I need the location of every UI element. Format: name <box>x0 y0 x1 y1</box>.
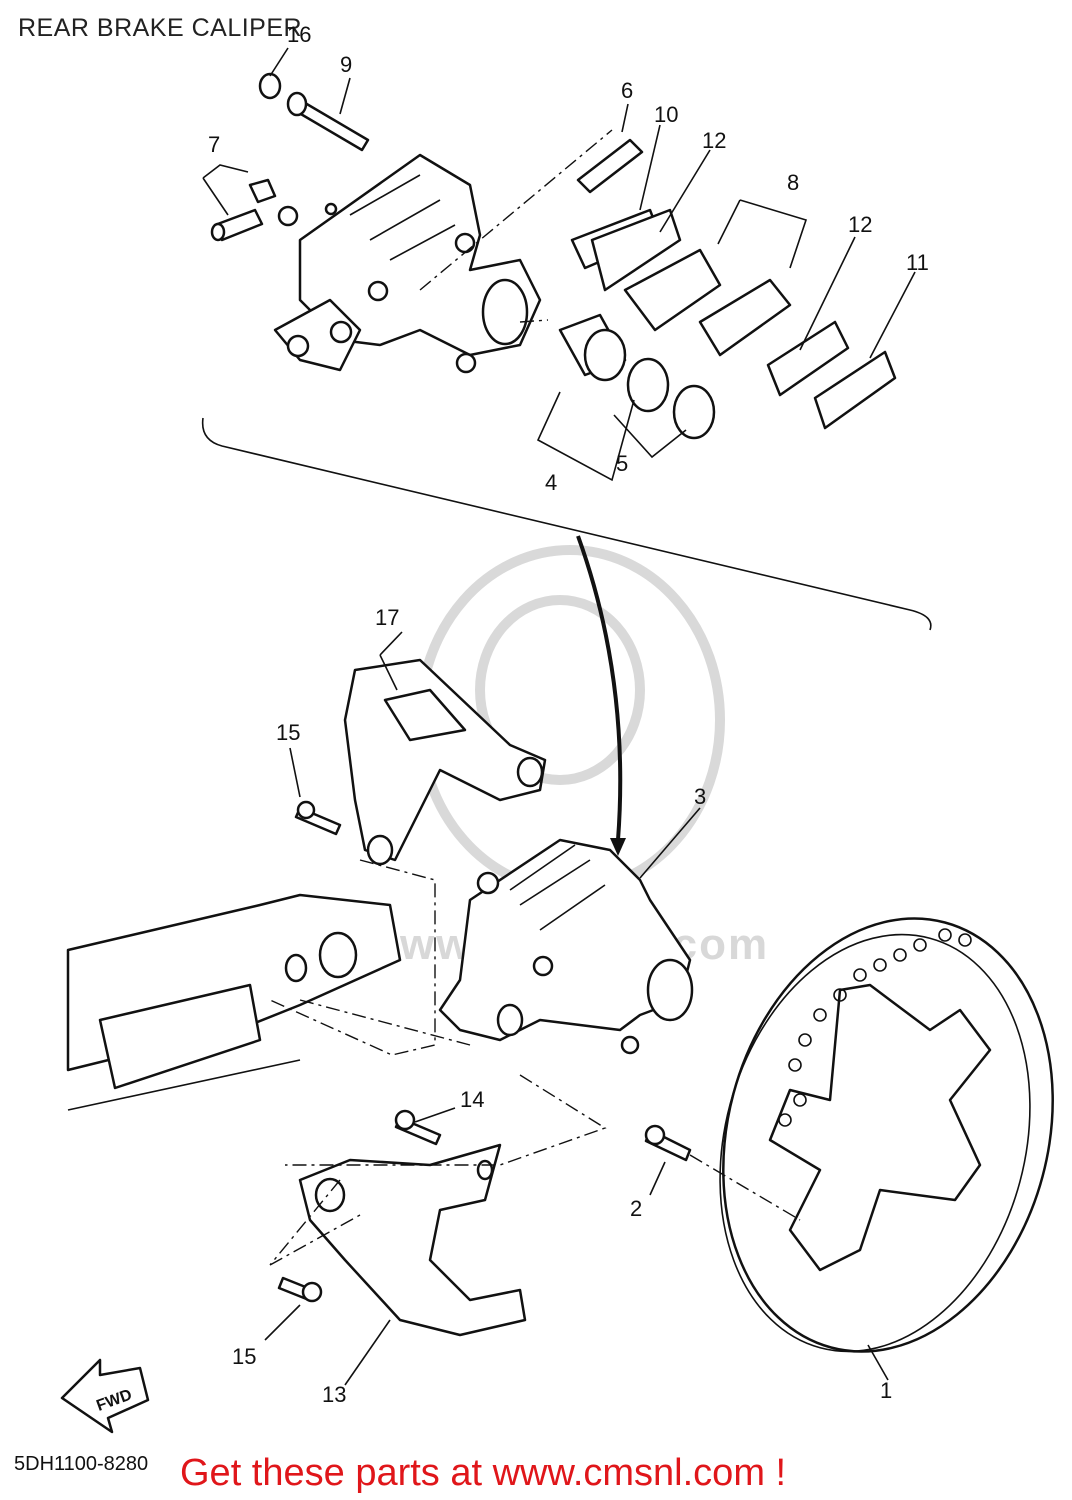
piston <box>558 313 627 382</box>
callout-7: 7 <box>208 132 220 157</box>
assembly-arrowhead <box>610 838 626 856</box>
callout-leaders-bottom <box>264 631 889 1386</box>
callout-3: 3 <box>694 784 706 809</box>
caliper-assembly <box>438 838 694 1055</box>
callout-13: 16 <box>287 22 311 47</box>
callout-8: 8 <box>787 170 799 195</box>
callout-9: 9 <box>340 52 352 77</box>
group-bracket <box>201 417 932 631</box>
disc-bolt <box>644 1124 692 1162</box>
callout-11: 11 <box>906 250 929 275</box>
callout-15a: 14 <box>460 1087 484 1112</box>
brake-pads <box>590 208 897 430</box>
disc-guard <box>298 1143 527 1337</box>
pin-plug <box>258 72 282 100</box>
swingarm <box>66 893 402 1111</box>
callout-1: 1 <box>880 1378 892 1403</box>
callout-14: 13 <box>322 1382 346 1407</box>
piston-seals <box>626 357 716 440</box>
callout-5: 5 <box>616 451 628 476</box>
callout-12b: 12 <box>848 212 872 237</box>
callout-12a: 12 <box>702 128 726 153</box>
shop-banner-link[interactable]: Get these parts at www.cmsnl.com ! <box>180 1452 787 1494</box>
diagram-code: 5DH1100-8280 <box>14 1453 149 1475</box>
assembly-arrow <box>576 535 623 841</box>
pad-spring <box>576 138 644 194</box>
diagram-title: REAR BRAKE CALIPER <box>18 14 303 42</box>
callout-16: 17 <box>375 605 399 630</box>
guard-bolts <box>277 1109 442 1303</box>
fwd-arrow-icon: FWD <box>60 1358 150 1434</box>
callout-leaders-top <box>202 47 916 482</box>
callout-2: 2 <box>630 1196 642 1221</box>
callout-4: 4 <box>545 470 557 495</box>
brake-disc <box>719 917 1054 1353</box>
callout-10: 10 <box>654 102 678 127</box>
bracket-bolt <box>294 800 342 836</box>
caliper-body-exploded <box>273 153 542 374</box>
bleed-screw <box>210 178 338 242</box>
caliper-pin <box>286 91 370 152</box>
callout-15b: 15 <box>232 1344 256 1369</box>
callout-17: 15 <box>276 720 300 745</box>
caliper-bracket <box>343 658 547 866</box>
callout-6: 6 <box>621 78 633 103</box>
